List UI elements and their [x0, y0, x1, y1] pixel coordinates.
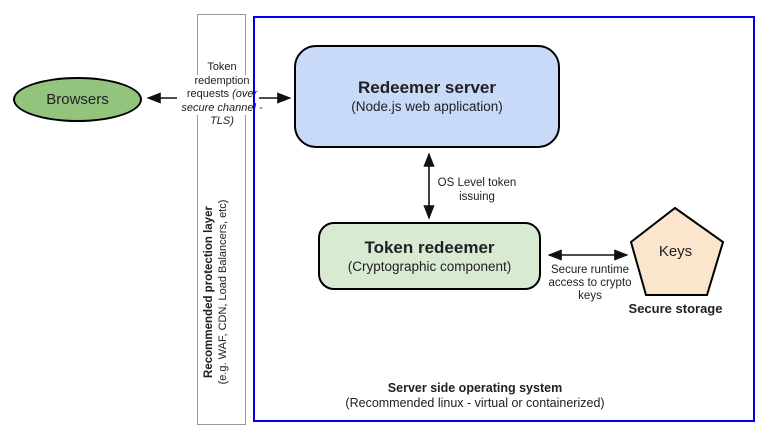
server-os-caption: Server side operating system (Recommende…	[275, 381, 675, 411]
token-redemption-line5: TLS)	[208, 115, 236, 129]
protection-layer-title: Recommended protection layer	[203, 206, 215, 378]
token-redeemer-subtitle: (Cryptographic component)	[347, 258, 512, 274]
browsers-label: Browsers	[46, 91, 109, 108]
redeemer-server-subtitle: (Node.js web application)	[351, 99, 503, 114]
server-os-subtitle: (Recommended linux - virtual or containe…	[345, 396, 605, 410]
token-redemption-label: Token redemption requests (over secure c…	[168, 61, 276, 129]
token-redemption-line4: secure channel -	[179, 101, 265, 115]
redeemer-server-title: Redeemer server	[358, 78, 496, 97]
secure-runtime-label: Secure runtime access to crypto keys	[548, 264, 632, 302]
redeemer-server-box: Redeemer server (Node.js web application…	[294, 45, 560, 148]
server-os-title: Server side operating system	[387, 381, 563, 395]
keys-label: Keys	[658, 243, 693, 260]
browsers-node: Browsers	[13, 77, 142, 122]
protection-layer-label: Recommended protection layer (e.g. WAF, …	[202, 162, 242, 422]
token-redeemer-box: Token redeemer (Cryptographic component)	[318, 222, 541, 290]
token-redemption-line2: redemption	[192, 74, 252, 88]
protection-layer-subtitle: (e.g. WAF, CDN, Load Balancers, etc)	[217, 199, 229, 385]
token-redemption-line3: requests (over	[184, 88, 260, 102]
protection-layer-box	[197, 14, 246, 425]
secure-storage-caption: Secure storage	[628, 301, 723, 316]
server-os-box	[253, 16, 755, 422]
token-redeemer-title: Token redeemer	[364, 237, 495, 257]
os-token-issuing-label: OS Level token issuing	[437, 177, 517, 203]
token-redemption-line1: Token	[205, 61, 239, 75]
